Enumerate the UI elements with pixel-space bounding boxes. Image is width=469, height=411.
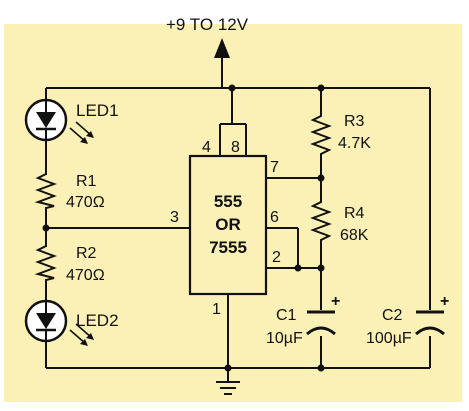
- wires: [45, 58, 431, 382]
- junction-dot: [317, 174, 325, 182]
- c1-value: 10µF: [266, 330, 303, 347]
- resistor-icon: [34, 168, 57, 212]
- resistor-icon: [310, 110, 332, 158]
- pin-4-label: 4: [202, 139, 211, 156]
- supply-label: +9 TO 12V: [166, 15, 249, 34]
- r2-value: 470Ω: [66, 267, 105, 284]
- ground-icon: [216, 381, 240, 395]
- r3-value: 4.7K: [338, 135, 371, 152]
- resistor-r1: R1 470Ω: [34, 168, 105, 212]
- capacitor-c1: + C1 10µF: [266, 293, 340, 347]
- r4-name: R4: [344, 205, 365, 222]
- ic-label-7555: 7555: [209, 238, 247, 257]
- resistor-r3: R3 4.7K: [310, 110, 371, 158]
- junction-dot: [317, 364, 325, 372]
- capacitor-icon: [415, 310, 445, 336]
- junction-dot: [317, 84, 325, 92]
- c2-polarity: +: [440, 293, 449, 310]
- resistor-r2: R2 470Ω: [34, 240, 105, 284]
- pin-7-label: 7: [270, 159, 279, 176]
- r2-name: R2: [76, 245, 97, 262]
- pin-3-label: 3: [170, 209, 179, 226]
- resistor-icon: [34, 240, 57, 282]
- ic-555: 555 OR 7555 4 8 7 3 6 2 1: [170, 139, 281, 318]
- r4-value: 68K: [340, 227, 369, 244]
- resistor-icon: [310, 196, 332, 244]
- junction-dot: [228, 84, 236, 92]
- c1-name: C1: [276, 307, 297, 324]
- ic-label-555: 555: [214, 192, 242, 211]
- ic-body: [188, 154, 268, 296]
- led-icon: [24, 98, 94, 144]
- junction-dot: [42, 224, 50, 232]
- junction-dot: [317, 264, 325, 272]
- c1-polarity: +: [331, 293, 340, 310]
- capacitor-icon: [306, 310, 336, 336]
- led-icon: [24, 299, 94, 346]
- pin-1-label: 1: [212, 301, 221, 318]
- r3-name: R3: [344, 113, 365, 130]
- pin-8-label: 8: [231, 139, 240, 156]
- pin-2-label: 2: [272, 249, 281, 266]
- led2-label: LED2: [76, 311, 119, 330]
- c2-value: 100µF: [366, 330, 412, 347]
- led2: LED2: [24, 299, 119, 346]
- pin-6-label: 6: [270, 209, 279, 226]
- led1-label: LED1: [76, 101, 119, 120]
- junction-dot: [224, 364, 232, 372]
- arrow-up-icon: [214, 38, 230, 58]
- r1-value: 470Ω: [66, 194, 105, 211]
- resistor-r4: R4 68K: [310, 196, 369, 244]
- capacitor-c2: + C2 100µF: [366, 293, 449, 347]
- junctions: [42, 84, 325, 372]
- c2-name: C2: [382, 307, 403, 324]
- led1: LED1: [24, 98, 119, 144]
- r1-name: R1: [76, 173, 97, 190]
- junction-dot: [294, 264, 302, 272]
- ic-label-or: OR: [215, 215, 241, 234]
